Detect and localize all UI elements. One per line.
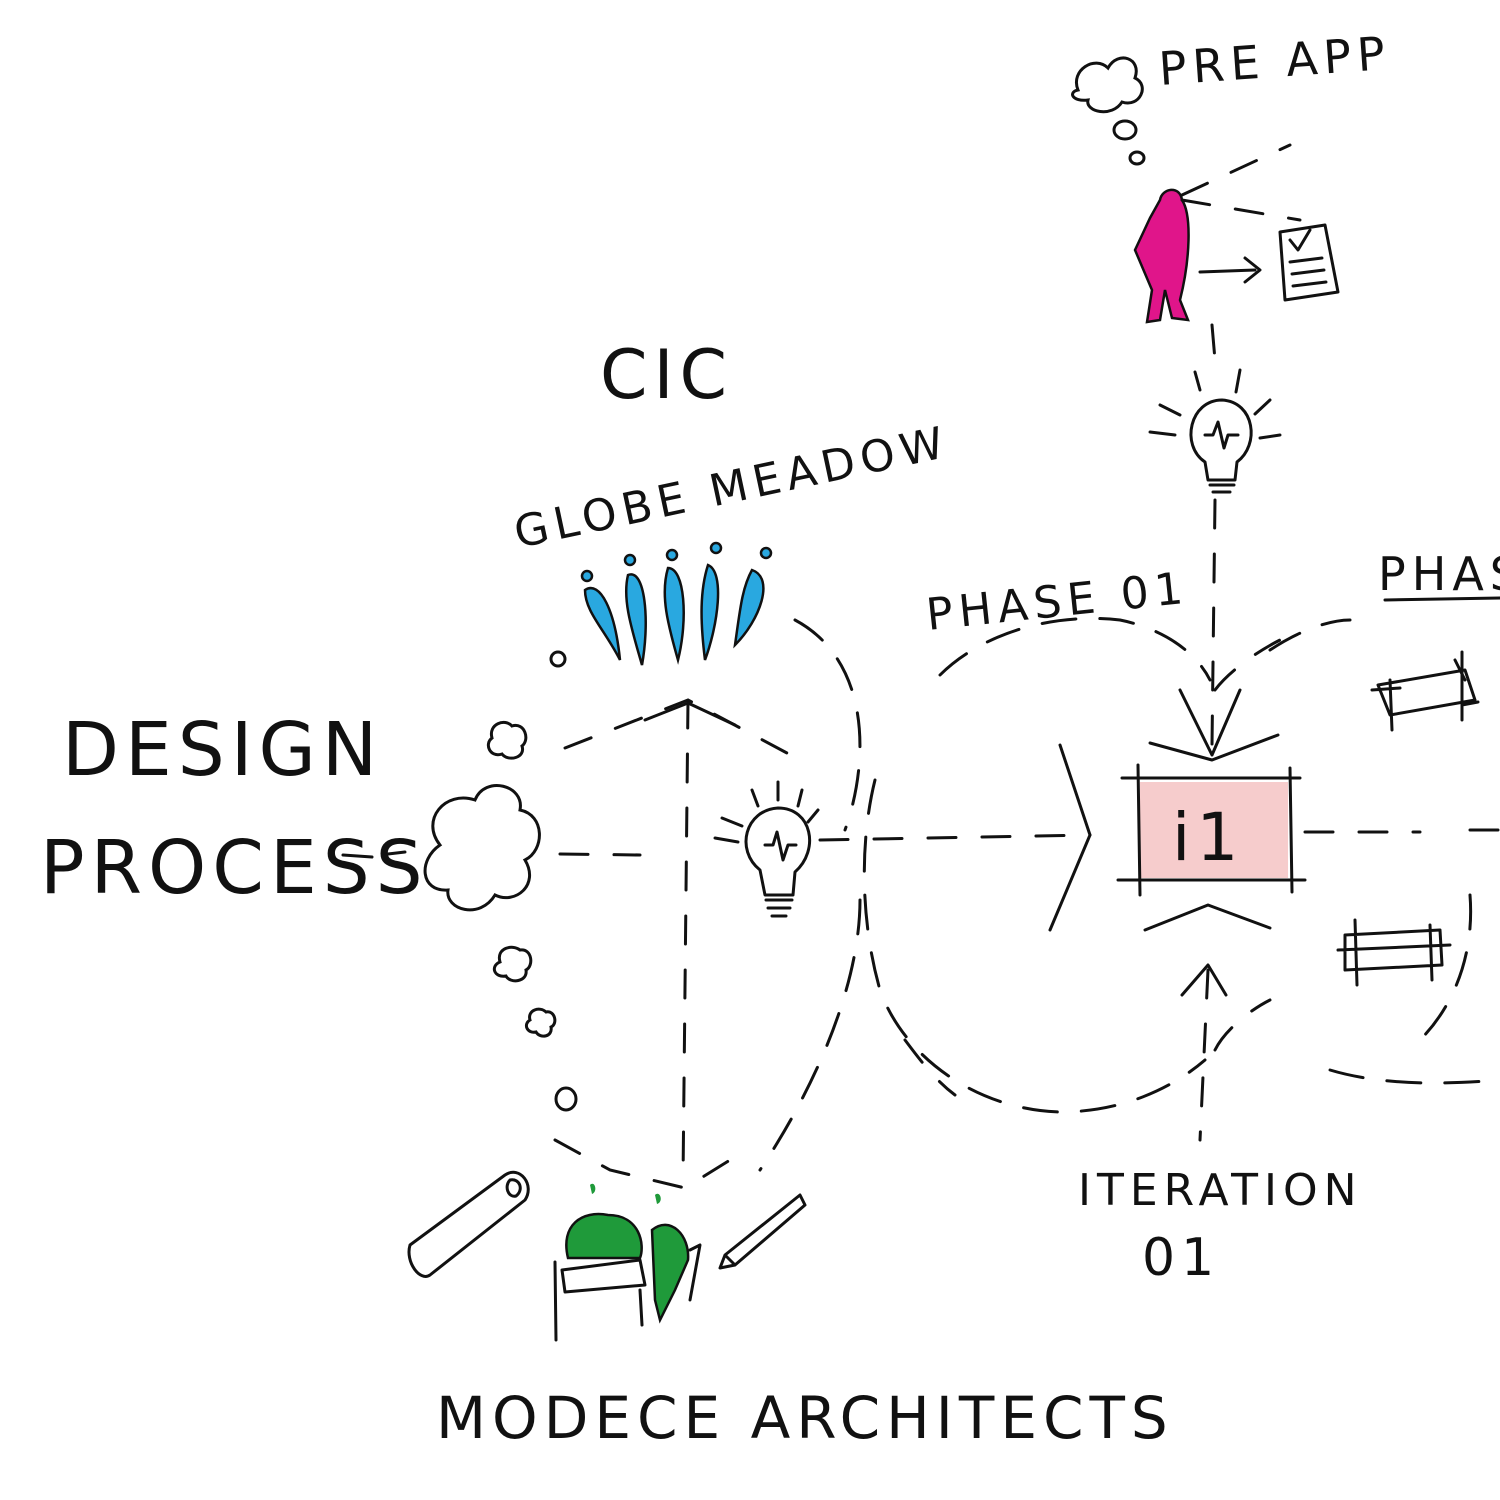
pre-app-view-lines (1180, 143, 1302, 222)
cic-cycle-outline (758, 618, 862, 1172)
iteration-vertical-line (1198, 323, 1217, 1142)
iteration-number: 01 (1142, 1228, 1220, 1288)
phase-right-box-1 (1370, 650, 1480, 732)
rolled-drawing-icon (407, 1171, 530, 1278)
process-label: PROCESS (40, 825, 429, 911)
globe-meadow-people-icon (580, 541, 773, 666)
title-connector-line (341, 850, 407, 859)
iteration-top-arrow (1148, 733, 1280, 762)
iteration-box: i1 (1116, 763, 1307, 897)
bottom-label: MODECE ARCHITECTS (436, 1384, 1174, 1452)
cic-label: CIC (600, 336, 733, 415)
pre-app-cloud-icon (1071, 56, 1146, 166)
idea-cloud-icon (423, 784, 541, 912)
lightbulb-icon (713, 780, 820, 918)
main-flow-line (818, 828, 1500, 842)
cic-cross-dashes (553, 698, 802, 1190)
phase-right-box-2 (1336, 918, 1452, 987)
phase01-right-arc (903, 638, 1282, 1097)
iteration-box-label: i1 (1172, 799, 1244, 876)
lightbulb-icon-2 (1148, 368, 1282, 494)
iteration-label: ITERATION (1078, 1165, 1363, 1216)
thought-bubble-icon (486, 650, 578, 1112)
pencil-icon (718, 1193, 807, 1270)
phase01-cycle-outline (862, 616, 1212, 1114)
pre-app-person-icon (1133, 188, 1190, 324)
cic-up-arrow (643, 701, 737, 727)
phase-right-cycle-outline (1268, 618, 1500, 1085)
pre-app-arrow (1198, 256, 1262, 284)
design-label: DESIGN (62, 707, 383, 793)
phase-right-label: PHASE (1378, 547, 1500, 601)
iteration-bottom-arrow (1143, 903, 1272, 932)
architects-people-icon (553, 1183, 702, 1342)
document-icon (1278, 223, 1340, 302)
globe-meadow-label: GLOBE MEADOW (510, 417, 954, 559)
iteration-up-arrow (1180, 963, 1228, 997)
phase01-label: PHASE 01 (924, 563, 1191, 641)
iteration-down-arrow (1178, 688, 1242, 757)
flow-chevron (1048, 743, 1092, 932)
phase-right-underline (1383, 596, 1500, 602)
pre-app-label: PRE APP (1157, 26, 1393, 96)
